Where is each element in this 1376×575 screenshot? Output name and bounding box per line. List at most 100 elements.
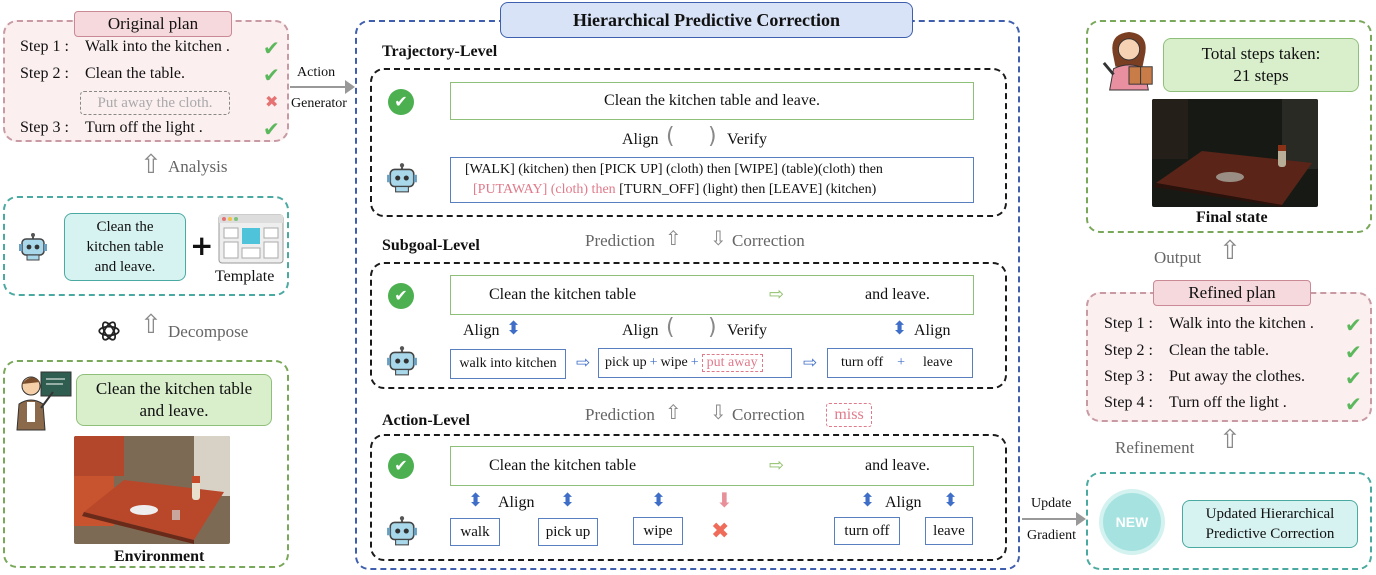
hpc-title: Hierarchical Predictive Correction	[500, 2, 913, 38]
trajectory-level-box	[370, 68, 1007, 217]
robot-icon	[19, 233, 47, 261]
action-walk: walk	[450, 518, 500, 546]
check-icon: ✔	[1345, 340, 1362, 364]
subgoal-task: Clean the kitchen table ⇨ and leave.	[450, 275, 974, 315]
putaway-missing: [PUTAWAY] (cloth) then	[473, 182, 616, 197]
action-task-a: Clean the kitchen table	[489, 457, 637, 474]
robot-icon	[387, 516, 417, 546]
arrow-right	[1022, 518, 1078, 520]
refined-plan-panel	[1086, 292, 1372, 422]
action-level-box	[370, 434, 1007, 561]
miss-badge: miss	[826, 403, 872, 427]
up-arrow-icon: ⇧	[665, 400, 682, 424]
right-arrow-icon: ⇨	[769, 284, 785, 305]
up-arrow-icon: ⇧	[1219, 425, 1241, 455]
subgoal-level-box	[370, 262, 1007, 389]
total-steps-line-1: Total steps taken:	[1201, 44, 1321, 63]
align-label: Align	[885, 494, 922, 511]
orig-step-2-num: Step 2 :	[20, 65, 69, 82]
trajectory-task-text: Clean the kitchen table and leave.	[604, 92, 820, 109]
gradient-label: Gradient	[1027, 528, 1076, 543]
orig-step-3-text: Turn off the light .	[85, 119, 203, 136]
template-panel	[3, 196, 289, 296]
action-pickup: pick up	[538, 518, 598, 546]
action-task: Clean the kitchen table ⇨ and leave.	[450, 446, 974, 486]
up-down-arrow-icon: ⬍	[892, 318, 908, 339]
down-arrow-pink-icon: ⬇	[716, 488, 733, 512]
teacher-icon	[16, 371, 72, 431]
action-task-b: and leave.	[865, 457, 930, 474]
action-leave: leave	[925, 517, 973, 545]
template-label: Template	[215, 268, 275, 285]
refined-step-2-text: Clean the table.	[1169, 342, 1269, 359]
orig-step-1-num: Step 1 :	[20, 38, 69, 55]
plus-icon: +	[649, 355, 658, 370]
trajectory-level-label: Trajectory-Level	[382, 43, 498, 60]
refined-step-4-text: Turn off the light .	[1169, 394, 1287, 411]
rotate-right-icon: )	[708, 124, 717, 149]
verify-label: Verify	[727, 131, 767, 148]
trajectory-line-2: [PUTAWAY] (cloth) then [TURN_OFF] (light…	[465, 180, 959, 200]
check-circle-icon: ✔	[388, 283, 414, 309]
up-down-arrow-icon: ⬍	[943, 490, 959, 511]
trajectory-task: Clean the kitchen table and leave.	[450, 82, 974, 120]
check-icon: ✔	[263, 117, 280, 141]
env-task-box: Clean the kitchen table and leave.	[76, 374, 272, 426]
rotate-left-icon: (	[666, 124, 675, 149]
check-circle-icon: ✔	[388, 89, 414, 115]
updated-hpc-box: Updated Hierarchical Predictive Correcti…	[1182, 500, 1358, 548]
total-steps-box: Total steps taken: 21 steps	[1163, 38, 1359, 92]
decompose-label: Decompose	[168, 322, 249, 341]
arrow-right	[290, 86, 348, 88]
orig-step-2-text: Clean the table.	[85, 65, 185, 82]
rotate-right-icon: )	[708, 315, 717, 340]
refined-step-3-text: Put away the clothes.	[1169, 368, 1305, 385]
check-icon: ✔	[263, 36, 280, 60]
prediction-label: Prediction	[585, 405, 655, 424]
new-badge-text: NEW	[1115, 514, 1149, 530]
align-label: Align	[622, 131, 659, 148]
final-state-caption: Final state	[1196, 209, 1268, 226]
up-arrow-icon: ⇧	[140, 150, 162, 180]
action-wipe: wipe	[633, 517, 683, 545]
orig-step-1-text: Walk into the kitchen .	[85, 38, 230, 55]
woman-reading-icon	[1102, 31, 1153, 91]
up-arrow-icon: ⇧	[1219, 236, 1241, 266]
output-label: Output	[1154, 248, 1202, 267]
align-label: Align	[622, 322, 659, 339]
cross-icon: ✖	[711, 519, 730, 544]
action-level-label: Action-Level	[382, 412, 470, 429]
refined-step-3-num: Step 3 :	[1104, 368, 1153, 385]
up-arrow-icon: ⇧	[140, 310, 162, 340]
right-arrow-icon: ⇨	[769, 455, 785, 476]
align-label: Align	[463, 322, 500, 339]
template-icon	[218, 214, 284, 264]
updated-hpc-panel	[1086, 472, 1372, 570]
final-state-image	[1152, 99, 1318, 207]
subgoal-pickup: pick up	[605, 355, 647, 370]
subgoal-putaway: put away	[701, 354, 763, 372]
up-down-arrow-icon: ⬍	[506, 318, 522, 339]
subgoal-task-a: Clean the kitchen table	[489, 286, 637, 303]
subgoal-walk: walk into kitchen	[450, 349, 566, 379]
verify-label: Verify	[727, 322, 767, 339]
check-circle-icon: ✔	[388, 453, 414, 479]
subgoal-wipe: wipe	[660, 355, 688, 370]
check-icon: ✔	[1345, 313, 1362, 337]
robot-icon	[387, 163, 417, 193]
trajectory-line-2-rest: [TURN_OFF] (light) then [LEAVE] (kitchen…	[615, 182, 877, 197]
down-arrow-icon: ⇩	[710, 226, 727, 250]
action-turnoff: turn off	[834, 517, 900, 545]
subgoal-leave: leave	[923, 355, 953, 370]
right-arrow-icon: ⇨	[803, 353, 818, 373]
action-generator-label-2: Generator	[291, 96, 347, 111]
kitchen-image	[74, 436, 230, 544]
refined-plan-title: Refined plan	[1153, 280, 1311, 306]
refined-step-4-num: Step 4 :	[1104, 394, 1153, 411]
subgoal-middle-box: pick up + wipe + put away	[598, 348, 792, 378]
task-box: Clean the kitchen table and leave.	[64, 213, 186, 281]
update-label: Update	[1031, 496, 1072, 511]
total-steps-line-2: 21 steps	[1233, 66, 1289, 85]
check-icon: ✔	[263, 63, 280, 87]
orig-step-missing: Put away the cloth.	[80, 91, 230, 115]
